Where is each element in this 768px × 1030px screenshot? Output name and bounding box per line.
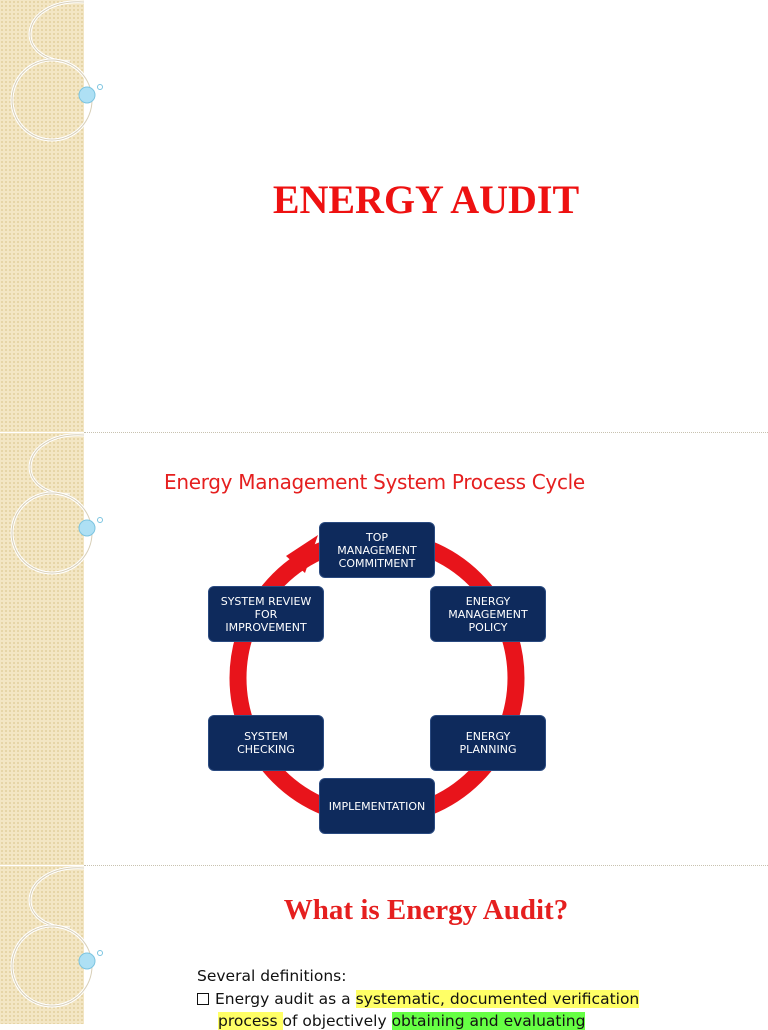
slide-divider [84, 432, 768, 433]
diagram-title: Energy Management System Process Cycle [164, 470, 585, 494]
decorative-strip [0, 866, 84, 1024]
slide-1: ENERGY AUDIT [0, 0, 768, 432]
cycle-step-implementation: IMPLEMENTATION [319, 778, 435, 834]
slide-divider [84, 865, 768, 866]
decorative-strip [0, 433, 84, 865]
bullet-text: Energy audit as a [215, 990, 356, 1008]
slide-title: ENERGY AUDIT [272, 177, 580, 222]
definition-bullet-1: Energy audit as a systematic, documented… [197, 990, 640, 1008]
cycle-step-top-management-commitment: TOP MANAGEMENT COMMITMENT [319, 522, 435, 578]
highlighted-text: systematic, documented verification [355, 990, 640, 1008]
definitions-intro: Several definitions: [197, 967, 347, 985]
bullet-text: of objectively [282, 1012, 392, 1030]
ring-decoration-icon [10, 433, 103, 575]
ring-decoration-icon [10, 0, 103, 142]
cycle-arrowhead [286, 535, 318, 573]
cycle-step-system-checking: SYSTEM CHECKING [208, 715, 324, 771]
section-title: What is Energy Audit? [283, 894, 569, 926]
slide-2: Energy Management System Process Cycle T… [0, 433, 768, 865]
checkbox-bullet-icon [197, 993, 209, 1005]
ring-decoration-icon [10, 866, 103, 1008]
highlighted-text: process [218, 1012, 283, 1030]
definition-bullet-1-line-2: process of objectively obtaining and eva… [218, 1012, 586, 1030]
decorative-strip [0, 0, 84, 432]
highlighted-text-green: obtaining and evaluating [391, 1012, 586, 1030]
cycle-step-system-review: SYSTEM REVIEW FOR IMPROVEMENT [208, 586, 324, 642]
cycle-step-energy-management-policy: ENERGY MANAGEMENT POLICY [430, 586, 546, 642]
cycle-step-energy-planning: ENERGY PLANNING [430, 715, 546, 771]
